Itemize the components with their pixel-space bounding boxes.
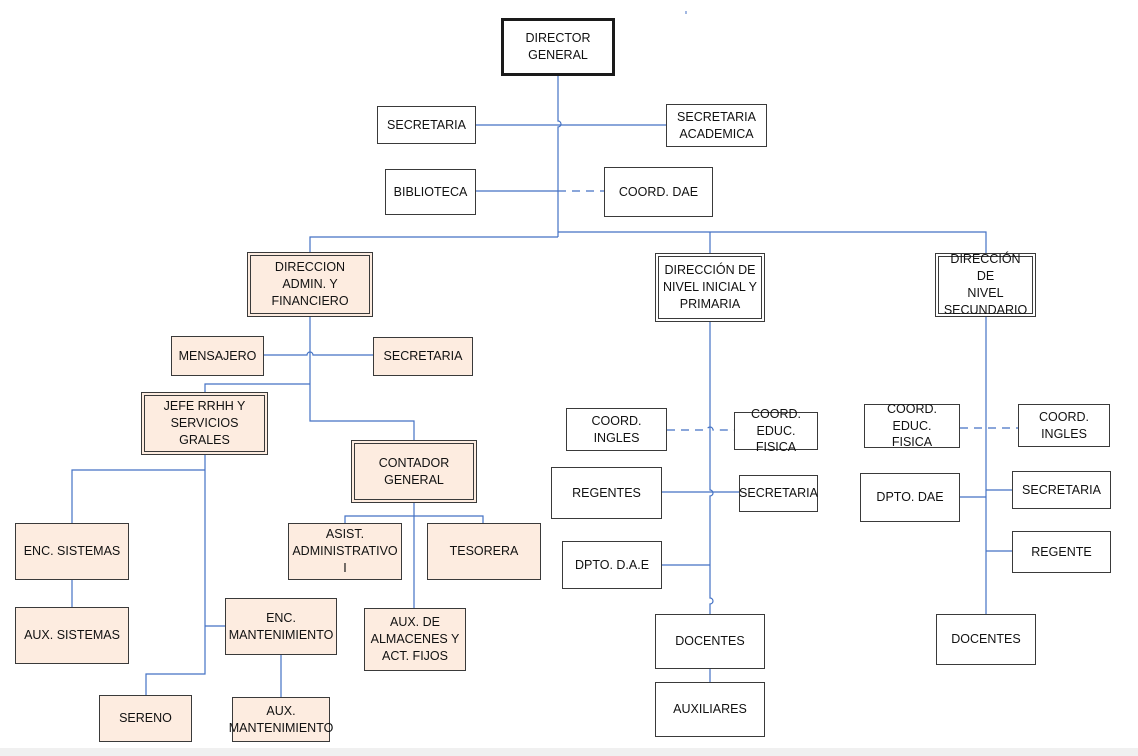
node-label: DPTO. D.A.E (574, 557, 650, 572)
node-regentes: REGENTES (551, 467, 662, 519)
node-dpto-dae-primaria: DPTO. D.A.E (562, 541, 662, 589)
node-enc-sistemas: ENC. SISTEMAS (15, 523, 129, 580)
node-label: COORD. DAE (618, 184, 699, 199)
node-label: COORD. EDUC. FISICA (751, 406, 801, 455)
node-docentes-primaria: DOCENTES (655, 614, 765, 669)
node-label: DOCENTES (675, 634, 745, 649)
node-label: SECRETARIA (387, 117, 466, 132)
node-biblioteca: BIBLIOTECA (385, 169, 476, 215)
node-coord-educ-fisica-primaria: COORD. EDUC. FISICA (734, 407, 818, 454)
node-contador-general: CONTADOR GENERAL (351, 440, 477, 503)
node-secretaria-academica: SECRETARIA ACADEMICA (666, 104, 767, 147)
node-label: ENC. SISTEMAS (23, 544, 121, 559)
node-label: COORD. INGLES (591, 413, 642, 445)
dashed-connector (667, 426, 734, 431)
node-label: DIRECCION ADMIN. Y FINANCIERO (271, 260, 349, 308)
node-label: DIRECCIÓN DE NIVEL INICIAL Y PRIMARIA (662, 263, 758, 311)
node-label: AUX. SISTEMAS (24, 628, 120, 643)
node-label: COORD. EDUC. FISICA (887, 401, 937, 450)
node-mensajero: MENSAJERO (171, 336, 264, 376)
node-label: SECRETARIA (383, 349, 463, 364)
connector (557, 76, 562, 237)
node-label: ENC. MANTENIMIENTO (228, 610, 334, 642)
node-label: REGENTE (1031, 544, 1092, 559)
node-jefe-rrhh: JEFE RRHH Y SERVICIOS GRALES (141, 392, 268, 455)
connector (204, 383, 310, 392)
connector (709, 322, 714, 614)
node-label: SECRETARIA ACADEMICA (677, 109, 756, 141)
node-aux-almacenes: AUX. DE ALMACENES Y ACT. FIJOS (364, 608, 466, 671)
node-auxiliares: AUXILIARES (655, 682, 765, 737)
node-label: JEFE RRHH Y SERVICIOS GRALES (163, 399, 246, 447)
node-asist-administrativo: ASIST. ADMINISTRATIVO I (288, 523, 402, 580)
connector (309, 317, 415, 440)
node-dpto-dae-secundario: DPTO. DAE (860, 473, 960, 522)
node-label: BIBLIOTECA (393, 184, 468, 199)
node-label: SECRETARIA (1022, 482, 1101, 497)
node-director-general: DIRECTOR GENERAL (501, 18, 615, 76)
node-label: REGENTES (572, 485, 641, 500)
node-coord-dae: COORD. DAE (604, 167, 713, 217)
node-label: AUXILIARES (673, 702, 747, 717)
connector (145, 455, 206, 695)
node-aux-sistemas: AUX. SISTEMAS (15, 607, 129, 664)
node-sereno: SERENO (99, 695, 192, 742)
node-regente-secundario: REGENTE (1012, 531, 1111, 573)
node-label: DIRECCIÓN DE NIVEL SECUNDARIO (943, 252, 1028, 317)
node-label: SECRETARIA (739, 486, 818, 501)
node-label: SERENO (119, 711, 172, 726)
connector (309, 236, 558, 252)
node-secretaria-primaria: SECRETARIA (739, 475, 818, 512)
node-secretaria-secundario: SECRETARIA (1012, 471, 1111, 509)
bottom-strip (0, 748, 1138, 756)
node-tesorera: TESORERA (427, 523, 541, 580)
node-secretaria-admin: SECRETARIA (373, 337, 473, 376)
node-enc-mantenimiento: ENC. MANTENIMIENTO (225, 598, 337, 655)
node-label: DIRECTOR GENERAL (525, 31, 591, 62)
node-direccion-admin: DIRECCION ADMIN. Y FINANCIERO (247, 252, 373, 317)
node-direccion-secundario: DIRECCIÓN DE NIVEL SECUNDARIO (935, 252, 1036, 317)
node-label: DPTO. DAE (876, 490, 944, 505)
node-aux-mantenimiento: AUX. MANTENIMIENTO (229, 697, 333, 742)
connector (558, 231, 987, 253)
node-coord-ingles-primaria: COORD. INGLES (566, 408, 667, 451)
node-direccion-inicial-primaria: DIRECCIÓN DE NIVEL INICIAL Y PRIMARIA (655, 253, 765, 322)
node-label: MENSAJERO (178, 348, 257, 363)
node-label: DOCENTES (951, 632, 1021, 647)
node-coord-educ-fisica-secundario: COORD. EDUC. FISICA (864, 402, 960, 449)
node-label: AUX. DE ALMACENES Y ACT. FIJOS (370, 615, 460, 663)
node-coord-ingles-secundario: COORD. INGLES (1018, 404, 1110, 447)
node-docentes-secundario: DOCENTES (936, 614, 1036, 665)
node-label: AUX. MANTENIMIENTO (228, 703, 334, 735)
node-secretaria: SECRETARIA (377, 106, 476, 144)
node-label: ASIST. ADMINISTRATIVO I (292, 527, 398, 575)
node-label: COORD. INGLES (1039, 409, 1089, 441)
connector (71, 469, 205, 523)
node-label: TESORERA (449, 544, 519, 559)
connector (264, 351, 373, 356)
connector (344, 515, 484, 523)
node-label: CONTADOR GENERAL (378, 455, 450, 487)
